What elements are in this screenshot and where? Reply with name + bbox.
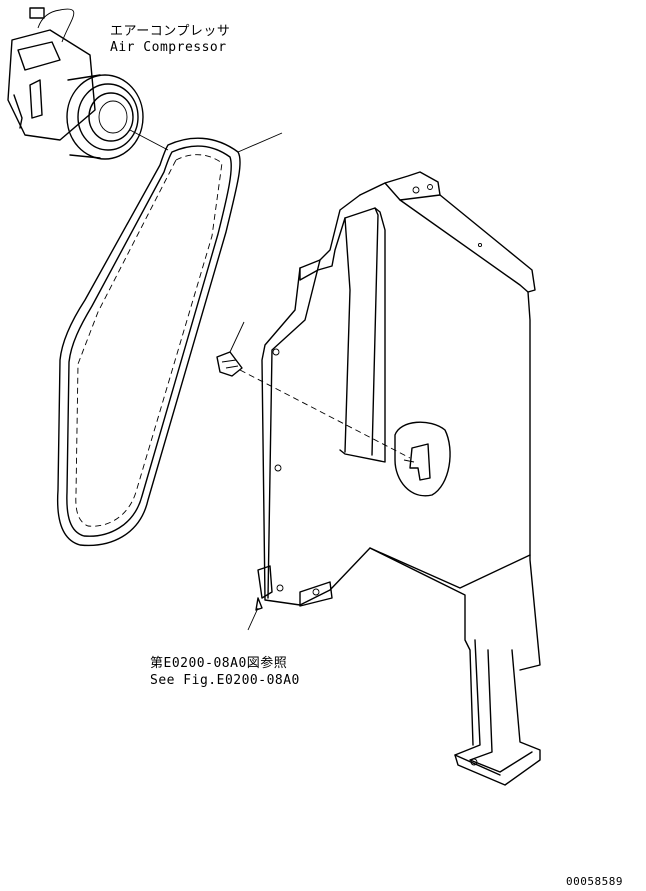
compressor-label-jp: エアーコンプレッサ: [110, 24, 231, 39]
air-compressor-drawing: [7, 7, 169, 160]
duct-cover-drawing: [247, 171, 541, 786]
figure-number: 00058589: [566, 875, 623, 888]
compressor-label-en: Air Compressor: [110, 40, 227, 55]
reference-label-en: See Fig.E0200-08A0: [150, 673, 300, 688]
reference-label-jp: 第E0200-08A0図参照: [150, 656, 288, 671]
v-belt-drawing: [56, 132, 283, 547]
clamp-drawing: [216, 321, 411, 459]
